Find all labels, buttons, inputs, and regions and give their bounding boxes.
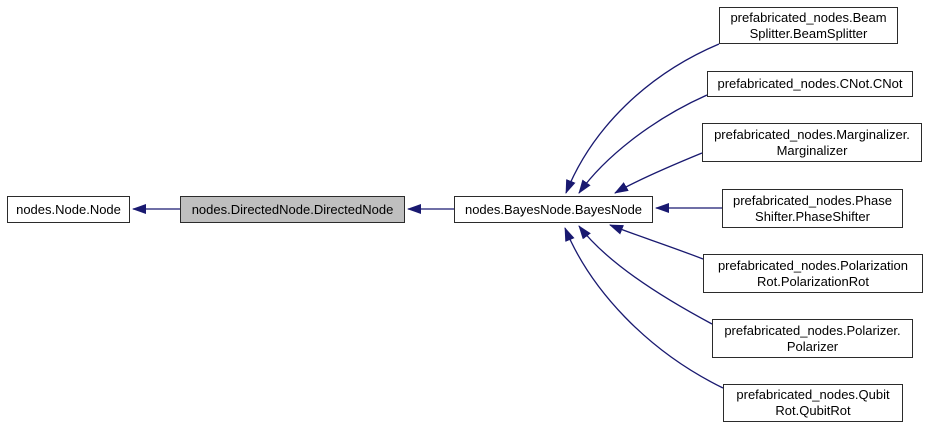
inheritance-arrow-cnot-to-bayesnode <box>578 94 708 194</box>
inheritance-arrow-qubitrot-to-bayesnode <box>564 227 724 389</box>
class-node-marginalizer[interactable]: prefabricated_nodes.Marginalizer. Margin… <box>702 123 922 162</box>
class-node-beamsplitter[interactable]: prefabricated_nodes.Beam Splitter.BeamSp… <box>719 7 898 44</box>
class-node-qubitrot[interactable]: prefabricated_nodes.Qubit Rot.QubitRot <box>723 384 903 422</box>
class-node-polarizationrot[interactable]: prefabricated_nodes.Polarization Rot.Pol… <box>703 254 923 293</box>
class-node-polarizer[interactable]: prefabricated_nodes.Polarizer. Polarizer <box>712 319 913 358</box>
inheritance-arrow-polarizationrot-to-bayesnode <box>609 224 704 260</box>
class-node-nodes-bayesnode[interactable]: nodes.BayesNode.BayesNode <box>454 196 653 223</box>
class-node-nodes-node[interactable]: nodes.Node.Node <box>7 196 130 223</box>
inheritance-arrow-polarizer-to-bayesnode <box>578 225 713 325</box>
class-node-nodes-directednode: nodes.DirectedNode.DirectedNode <box>180 196 405 223</box>
class-node-phaseshifter[interactable]: prefabricated_nodes.Phase Shifter.PhaseS… <box>722 189 903 228</box>
inheritance-arrow-marginalizer-to-bayesnode <box>614 152 703 194</box>
inheritance-arrow-beamsplitter-to-bayesnode <box>565 43 720 194</box>
class-node-cnot[interactable]: prefabricated_nodes.CNot.CNot <box>707 71 913 97</box>
